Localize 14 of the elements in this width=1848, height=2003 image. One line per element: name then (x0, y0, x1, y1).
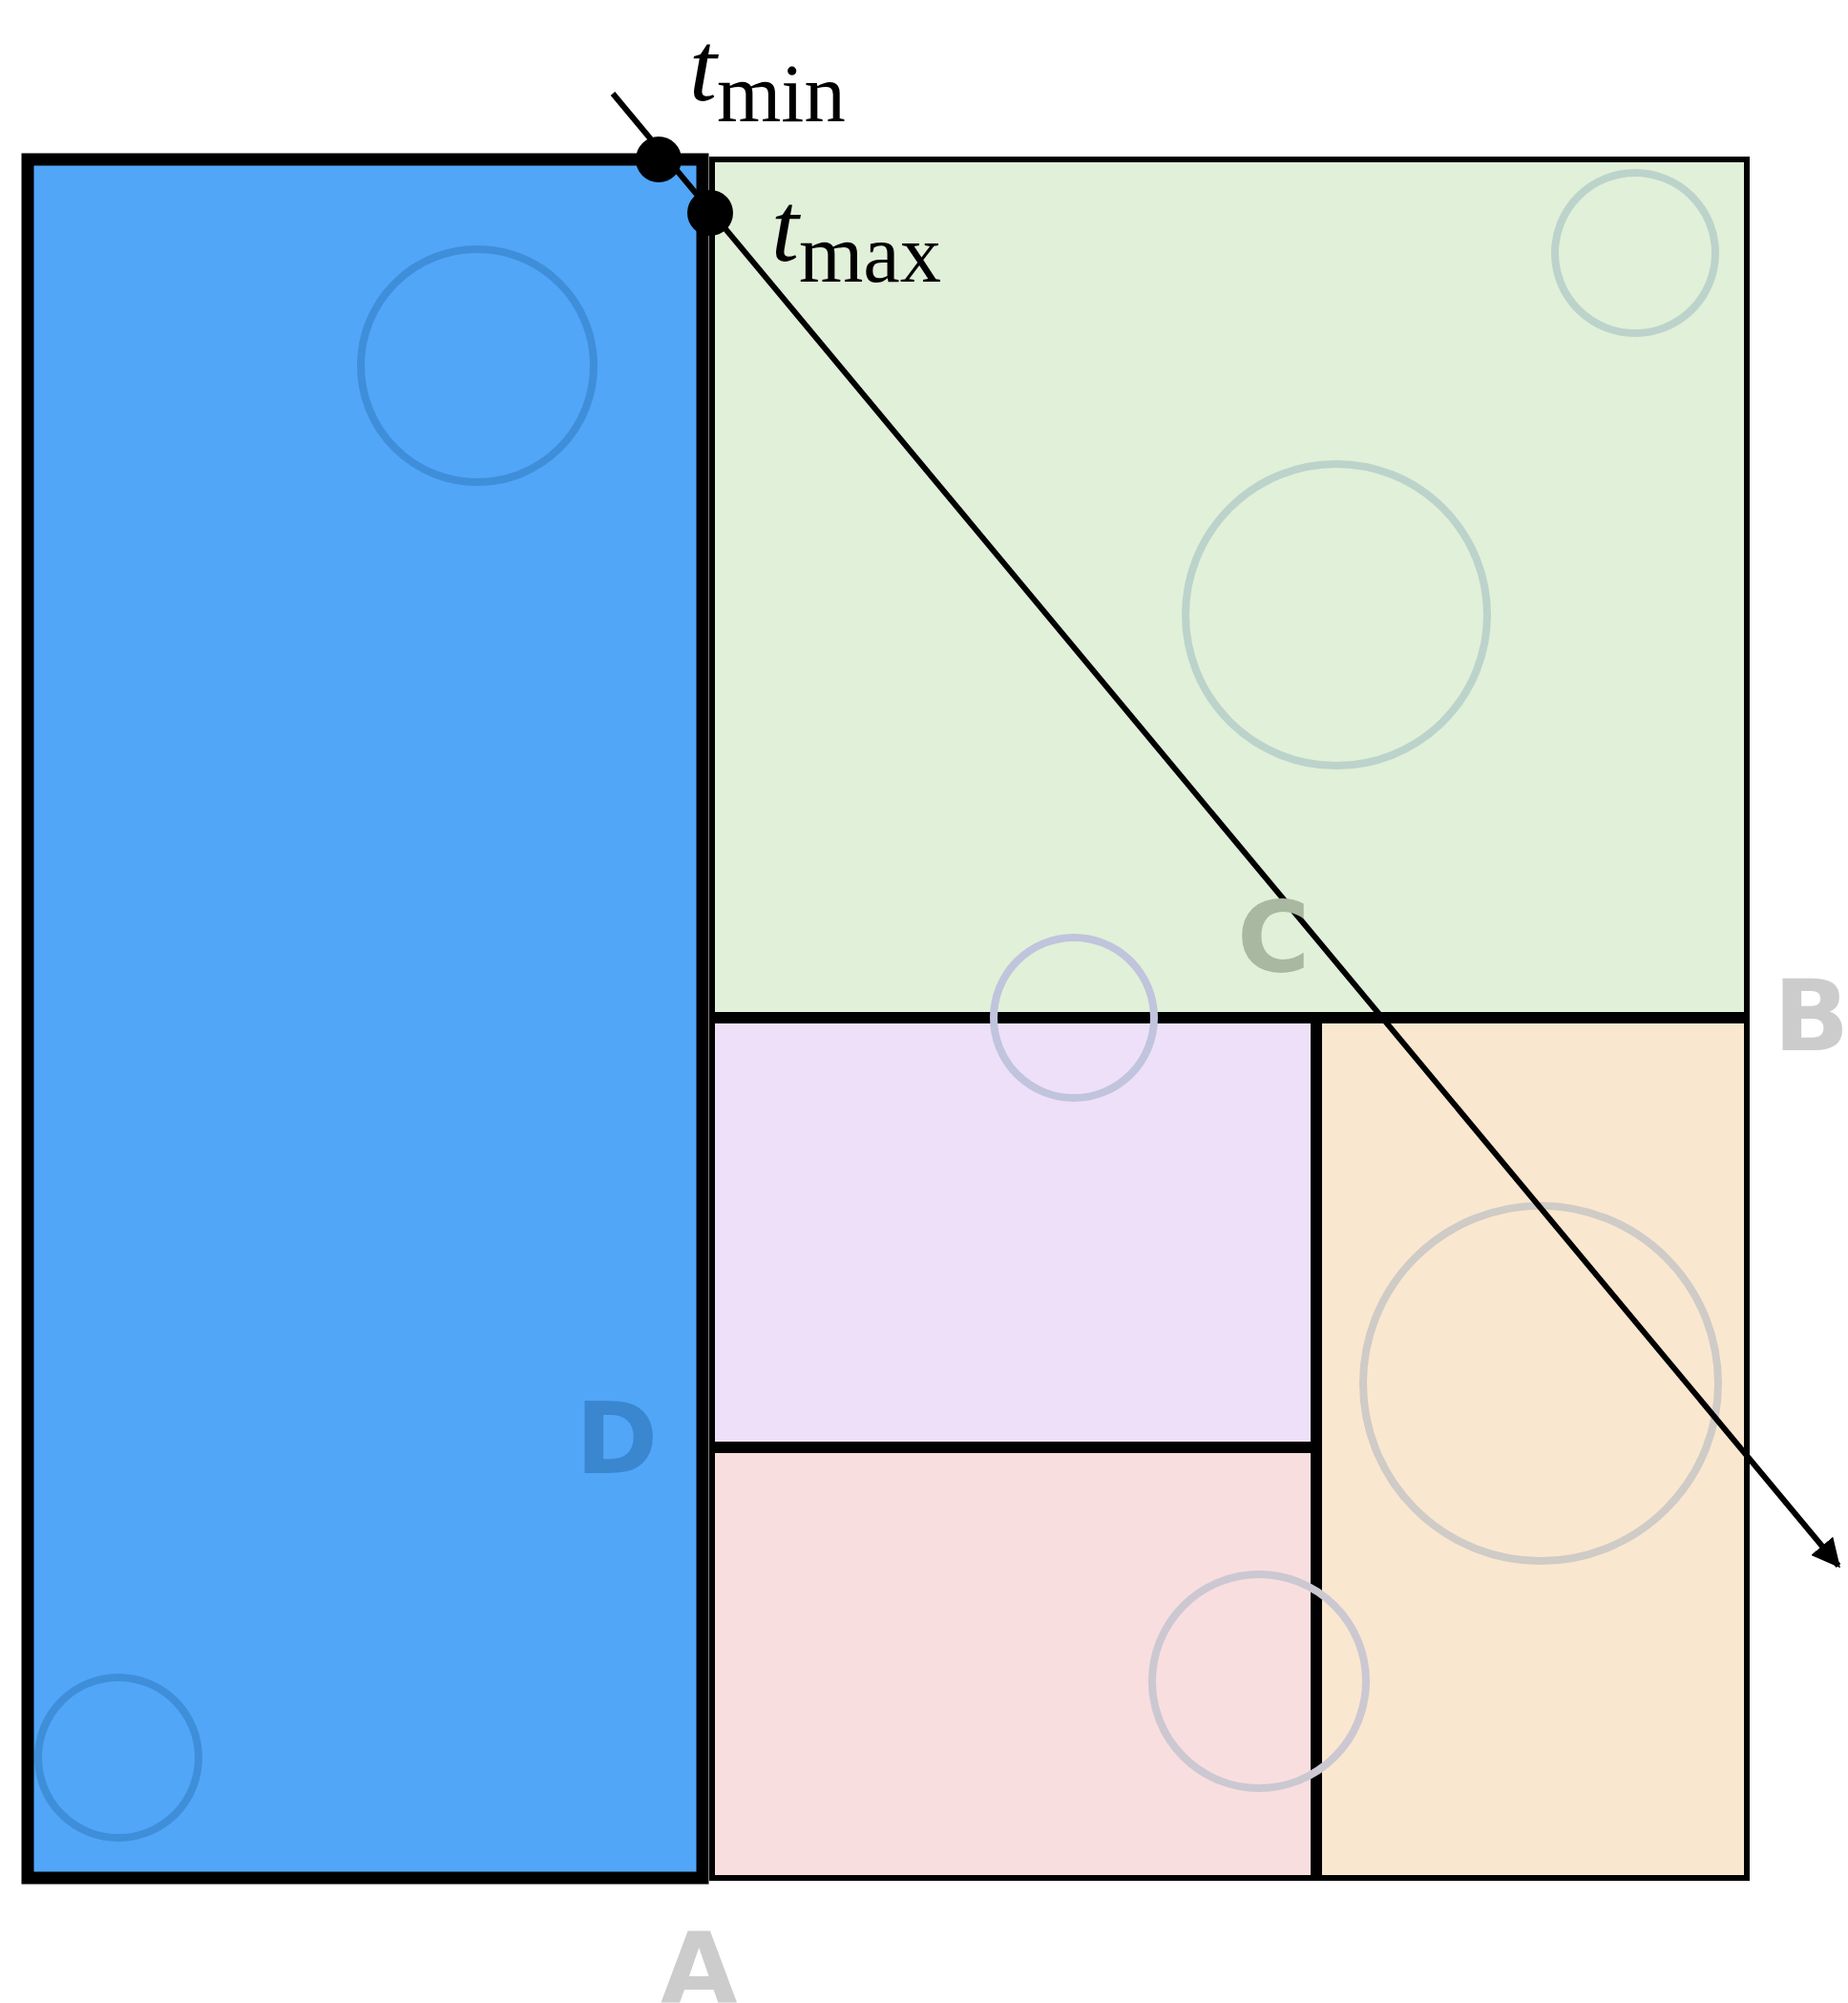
parameter-label: t$_{min}$ (689, 17, 846, 136)
intersection-point (687, 190, 733, 236)
intersection-point (636, 137, 682, 182)
object-circle (1551, 169, 1719, 337)
region-letter: C (1237, 888, 1311, 987)
object-circle (1182, 460, 1491, 770)
highlighted-cell (21, 153, 709, 1885)
object-circle (1359, 1202, 1722, 1565)
object-circle (1148, 1571, 1370, 1792)
object-circle (34, 1674, 202, 1842)
object-circle (990, 934, 1158, 1102)
cell-region (709, 157, 1750, 1018)
object-circle (357, 245, 598, 486)
parameter-label: t$_{max}$ (771, 178, 942, 296)
